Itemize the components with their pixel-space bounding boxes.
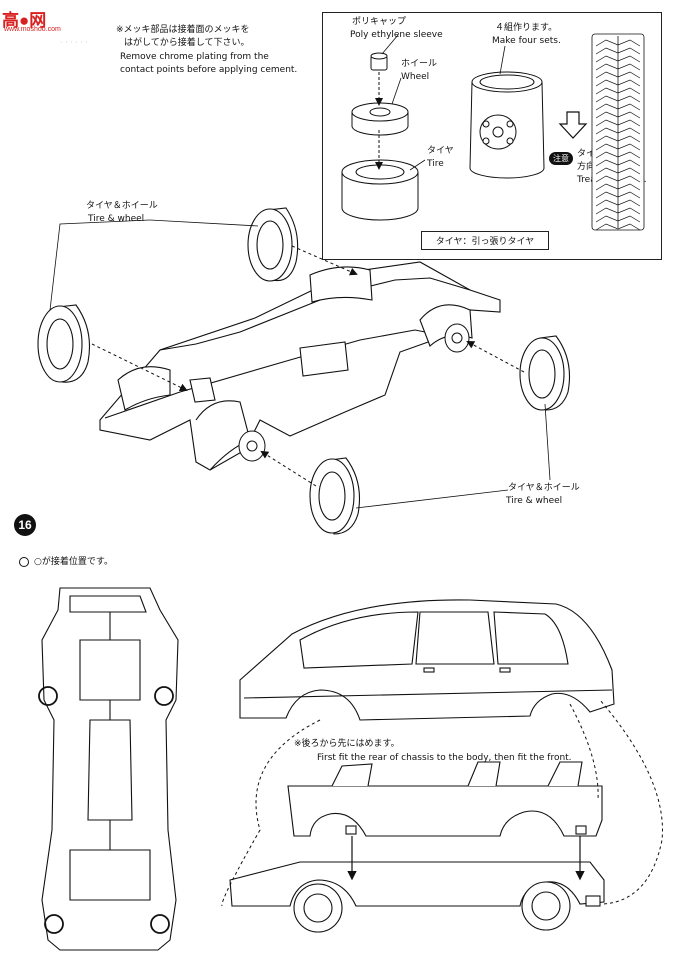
logo-text: 高●网 xyxy=(2,11,47,30)
tread-groove xyxy=(595,47,641,55)
wheel-front-left xyxy=(247,207,299,282)
tread-groove xyxy=(595,87,641,95)
wheel-label-en: Wheel xyxy=(401,72,430,82)
step-number-badge: 16 xyxy=(14,514,36,536)
tread-groove xyxy=(595,167,641,175)
assembled-tire-wheel xyxy=(469,71,545,179)
car-body-side xyxy=(239,599,615,721)
tire-wheel-bottom-en: Tire & wheel xyxy=(506,496,563,506)
ghost-text: · · · · · · xyxy=(60,38,88,47)
polycap-part xyxy=(370,52,388,71)
tread-groove xyxy=(595,159,641,167)
logo-url: www.moshoo.com xyxy=(4,26,61,33)
tread-groove xyxy=(595,199,641,207)
tread-groove xyxy=(595,111,641,119)
tire-wheel-bottom-jp: タイヤ＆ホイール xyxy=(508,483,580,493)
fit-order-note-jp: ※後ろから先にはめます。 xyxy=(294,739,400,749)
tread-groove xyxy=(595,71,641,79)
tread-groove xyxy=(595,215,641,223)
polycap-label-en: Poly ethylene sleeve xyxy=(350,30,443,40)
fit-order-note-en: First fit the rear of chassis to the bod… xyxy=(317,753,572,763)
tire-part xyxy=(341,159,419,221)
tread-groove xyxy=(595,223,641,231)
tread-groove xyxy=(595,39,641,47)
tire-wheel-top-jp: タイヤ＆ホイール xyxy=(86,201,158,211)
tread-pattern xyxy=(591,33,645,231)
chrome-note-jp2: はがしてから接着して下さい。 xyxy=(124,38,250,48)
tire-type-badge: タイヤ：引っ張りタイヤ xyxy=(421,231,549,250)
wheel-label-jp: ホイール xyxy=(401,59,438,69)
tread-groove xyxy=(595,143,641,151)
glue-position-note: ○が接着位置です。 xyxy=(34,557,113,567)
car-assembled-side xyxy=(229,861,605,933)
tread-groove xyxy=(595,119,641,127)
tread-groove xyxy=(595,151,641,159)
sets-label-en: Make four sets. xyxy=(492,36,561,46)
tread-groove xyxy=(595,127,641,135)
tread-groove xyxy=(595,103,641,111)
tire-wheel-top-en: Tire & wheel xyxy=(88,214,145,224)
tread-groove xyxy=(595,175,641,183)
glue-position-markers xyxy=(19,557,174,934)
chassis-underside xyxy=(41,587,179,951)
chrome-note-en1: Remove chrome plating from the xyxy=(120,52,269,62)
wheel-part xyxy=(351,102,409,136)
tread-groove xyxy=(595,55,641,63)
tread-groove xyxy=(595,191,641,199)
chrome-note-en2: contact points before applying cement. xyxy=(120,65,298,75)
site-logo: 高●网 www.moshoo.com xyxy=(2,6,66,34)
chassis-part xyxy=(99,261,501,471)
chassis-side-view xyxy=(287,761,603,837)
chassis-hubs xyxy=(238,323,470,462)
polycap-label-jp: ポリキャップ xyxy=(352,17,407,27)
tread-groove xyxy=(595,95,641,103)
tread-groove xyxy=(595,135,641,143)
wheel-rear-left xyxy=(37,304,91,383)
tread-groove xyxy=(595,79,641,87)
tire-label-jp: タイヤ xyxy=(427,146,454,156)
caution-badge: 注意 xyxy=(549,152,573,165)
tread-direction-arrow xyxy=(558,111,588,139)
tread-groove xyxy=(595,207,641,215)
chrome-note-jp: ※メッキ部品は接着面のメッキを xyxy=(116,25,250,35)
wheel-assembly-inset xyxy=(322,12,662,260)
tire-label-en: Tire xyxy=(427,159,444,169)
wheel-rear-right xyxy=(309,457,361,535)
wheel-front-right xyxy=(519,335,571,411)
tread-groove xyxy=(595,63,641,71)
sets-label-jp: ４組作ります。 xyxy=(495,23,558,33)
tread-groove xyxy=(595,183,641,191)
